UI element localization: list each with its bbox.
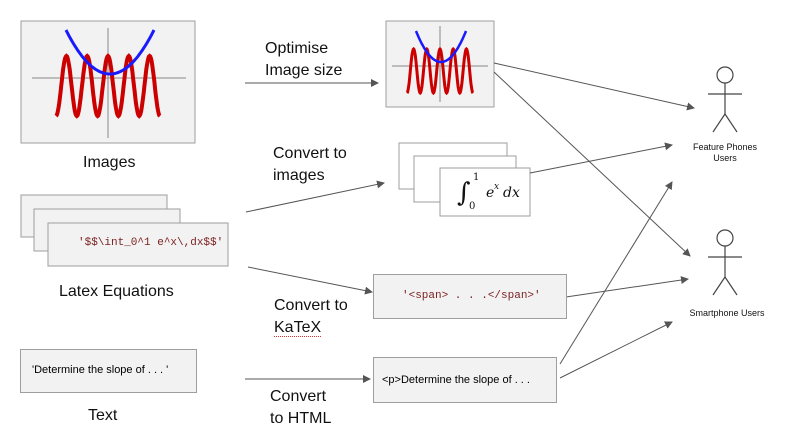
arrow-html-to-feature — [559, 181, 673, 365]
arrow-optimised-to-feature — [493, 62, 695, 111]
html-sample: <p>Determine the slope of . . . — [382, 374, 530, 386]
step-convert-html-line2: to HTML — [270, 410, 332, 427]
svg-text:x: x — [494, 182, 499, 192]
text-label: Text — [88, 407, 118, 424]
katex-sample: '<span> . . .</span>' — [402, 290, 541, 302]
sine-curve — [54, 53, 162, 119]
step-convert-katex-line2: KaTeX — [274, 319, 322, 337]
parabola-curve-small — [414, 30, 468, 64]
text-input-box: 'Determine the slope of . . . ' — [20, 349, 197, 393]
images-label: Images — [83, 154, 136, 171]
html-output-box: <p>Determine the slope of . . . — [373, 357, 557, 403]
step-convert-images-label: Convert to images — [273, 143, 347, 187]
step-optimise-line1: Optimise — [265, 40, 329, 57]
integral-equation: ∫ 1 0 e x dx — [457, 172, 520, 212]
feature-phone-users-line2: Users — [713, 153, 737, 163]
svg-text:0: 0 — [469, 201, 475, 212]
latex-label: Latex Equations — [59, 283, 174, 300]
step-convert-html-line1: Convert — [270, 388, 327, 405]
svg-text:dx: dx — [503, 185, 520, 201]
step-convert-katex-label: Convert to KaTeX — [274, 295, 348, 339]
optimised-image-box — [385, 20, 495, 108]
svg-text:e: e — [486, 185, 494, 201]
feature-phone-users-label: Feature Phones Users — [684, 142, 766, 164]
step-optimise-line2: Image size — [265, 62, 343, 79]
arrow-latex-to-katex — [247, 266, 373, 295]
input-image-box — [20, 20, 196, 144]
step-optimise-label: Optimise Image size — [265, 38, 342, 82]
step-convert-katex-line1: Convert to — [274, 297, 348, 314]
latex-card-stack — [20, 194, 229, 267]
latex-sample-text: '$$\int_0^1 e^x\,dx$$' — [78, 237, 224, 249]
arrow-html-to-smartphone — [559, 321, 673, 379]
feature-phone-user-icon — [708, 66, 742, 133]
arrow-images-to-feature — [529, 142, 673, 174]
parabola-curve — [64, 29, 156, 76]
katex-output-box: '<span> . . .</span>' — [373, 274, 567, 319]
svg-text:∫: ∫ — [457, 178, 471, 208]
arrow-optimised-to-smartphone — [493, 71, 691, 257]
smartphone-users-label: Smartphone Users — [689, 308, 765, 318]
step-convert-images-line2: images — [273, 167, 325, 184]
sine-curve-small — [405, 46, 475, 96]
text-sample: 'Determine the slope of . . . ' — [32, 364, 169, 376]
arrow-latex-to-images — [245, 180, 385, 213]
smartphone-user-icon — [708, 229, 742, 296]
arrow-katex-to-smartphone — [565, 276, 689, 298]
step-convert-images-line1: Convert to — [273, 145, 347, 162]
feature-phone-users-line1: Feature Phones — [692, 142, 758, 152]
svg-text:1: 1 — [473, 172, 479, 183]
step-convert-html-label: Convert to HTML — [270, 386, 331, 430]
equation-image-stack: ∫ 1 0 e x dx — [398, 142, 531, 217]
